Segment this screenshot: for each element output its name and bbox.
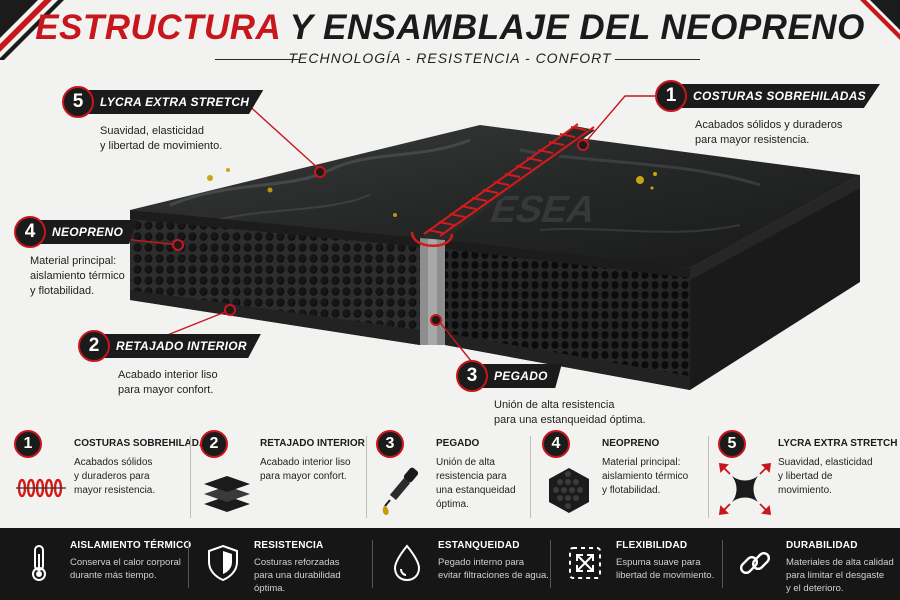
feature-divider [530,436,531,518]
callout-desc: Acabados sólidos y duraderos para mayor … [695,119,843,146]
shield-icon [208,544,238,582]
feature-divider [708,436,709,518]
benefit-title: RESISTENCIA [254,540,324,551]
hexagon-cells-icon [549,468,589,513]
benefit-title: ESTANQUEIDAD [438,540,520,551]
callout-number: 1 [655,80,687,112]
expand-arrows-icon [569,547,601,579]
feature-desc: Acabado interior liso para mayor confort… [260,457,351,482]
feature-desc: Suavidad, elasticidad y libertad de movi… [778,457,873,496]
layers-icon [204,476,250,512]
callout-retajado: 2 RETAJADO INTERIOR Acabado interior lis… [78,330,261,398]
benefit-estanqueidad: ESTANQUEIDAD Pegado interno para evitar … [384,528,554,600]
benefit-aislamiento: AISLAMIENTO TÉRMICO Conserva el calor co… [16,528,191,600]
callout-desc: Unión de alta resistencia para una estan… [494,399,646,426]
benefit-resistencia: RESISTENCIA Costuras reforzadas para una… [200,528,370,600]
stretch-fabric-icon [718,462,772,516]
callout-number: 4 [14,216,46,248]
page-title: ESTRUCTURA Y ENSAMBLAJE DEL NEOPRENO [0,8,900,48]
benefit-desc: Materiales de alta calidad para limitar … [786,557,894,594]
callout-costuras: 1 COSTURAS SOBREHILADAS Acabados sólidos… [655,80,880,148]
feature-number: 5 [718,430,746,458]
callout-desc: Suavidad, elasticidad y libertad de movi… [100,125,223,152]
callout-desc: Acabado interior liso para mayor confort… [118,369,218,396]
callout-pegado: 3 PEGADO Unión de alta resistencia para … [456,360,646,428]
feature-neopreno: 4 NEOPRENO Material principal: aislamien… [542,430,707,522]
feature-desc: Acabados sólidos y duraderos para mayor … [74,457,156,496]
benefit-durabilidad: DURABILIDAD Materiales de alta calidad p… [732,528,898,600]
feature-title: LYCRA EXTRA STRETCH [778,438,898,449]
stitch-icon [16,478,66,498]
feature-title: PEGADO [436,438,480,449]
callout-number: 3 [456,360,488,392]
callout-pegado-badge: 3 PEGADO [456,360,562,392]
callout-lycra: 5 LYCRA EXTRA STRETCH Suavidad, elastici… [62,86,264,154]
feature-pegado: 3 PEGADO Unión de alta resistencia para … [376,430,536,522]
water-drop-icon [393,544,421,582]
feature-title: COSTURAS SOBREHILADAS [74,438,213,449]
callout-desc: Material principal: aislamiento térmico … [30,255,125,297]
feature-lycra: 5 LYCRA EXTRA STRETCH Suavidad, elastici… [718,430,898,522]
feature-number: 3 [376,430,404,458]
benefit-desc: Espuma suave para libertad de movimiento… [616,557,715,581]
benefit-title: AISLAMIENTO TÉRMICO [70,540,192,551]
feature-row: 1 COSTURAS SOBREHILADAS Acabados sólidos… [0,430,900,522]
benefit-title: DURABILIDAD [786,540,858,551]
benefit-desc: Conserva el calor corporal durante más t… [70,557,181,581]
band-divider [372,540,373,588]
feature-desc: Unión de alta resistencia para una estan… [436,457,516,510]
benefit-flexibilidad: FLEXIBILIDAD Espuma suave para libertad … [562,528,732,600]
band-divider [722,540,723,588]
subtitle-rule-left [215,59,300,60]
callout-lycra-badge: 5 LYCRA EXTRA STRETCH [62,86,264,118]
callout-title: COSTURAS SOBREHILADAS [679,84,880,108]
callout-title: LYCRA EXTRA STRETCH [86,90,264,114]
feature-title: RETAJADO INTERIOR [260,438,365,449]
callout-neopreno-badge: 4 NEOPRENO [14,216,138,248]
title-rest: Y ENSAMBLAJE DEL NEOPRENO [289,8,865,47]
link-chain-icon [739,551,771,575]
band-divider [188,540,189,588]
callout-title: PEGADO [480,364,562,388]
benefit-title: FLEXIBILIDAD [616,540,688,551]
feature-desc: Material principal: aislamiento térmico … [602,457,689,496]
corner-stripes-right [860,0,900,40]
callout-number: 2 [78,330,110,362]
neoprene-cross-section: ESEA [61,95,860,390]
callout-title: NEOPRENO [38,220,138,244]
feature-divider [366,436,367,518]
feature-number: 1 [14,430,42,458]
dropper-icon [382,467,419,515]
corner-stripes-left [0,0,64,60]
callout-costuras-badge: 1 COSTURAS SOBREHILADAS [655,80,880,112]
subtitle-row: TECHNOLOGÍA - RESISTENCIA - CONFORT [0,50,900,70]
feature-retajado: 2 RETAJADO INTERIOR Acabado interior lis… [200,430,370,522]
benefits-band: AISLAMIENTO TÉRMICO Conserva el calor co… [0,528,900,600]
benefit-desc: Pegado interno para evitar filtraciones … [438,557,549,581]
callout-retajado-badge: 2 RETAJADO INTERIOR [78,330,261,362]
leader-points [172,139,589,326]
subtitle-rule-right [615,59,700,60]
feature-number: 4 [542,430,570,458]
callout-title: RETAJADO INTERIOR [102,334,261,358]
feature-divider [190,436,191,518]
feature-costuras: 1 COSTURAS SOBREHILADAS Acabados sólidos… [14,430,213,522]
callout-number: 5 [62,86,94,118]
callout-neopreno: 4 NEOPRENO Material principal: aislamien… [14,216,138,299]
feature-number: 2 [200,430,228,458]
thermometer-icon [32,545,46,581]
band-divider [550,540,551,588]
benefit-desc: Costuras reforzadas para una durabilidad… [254,557,341,594]
title-accent: ESTRUCTURA [35,8,280,47]
feature-title: NEOPRENO [602,438,660,449]
subtitle: TECHNOLOGÍA - RESISTENCIA - CONFORT [288,50,612,66]
